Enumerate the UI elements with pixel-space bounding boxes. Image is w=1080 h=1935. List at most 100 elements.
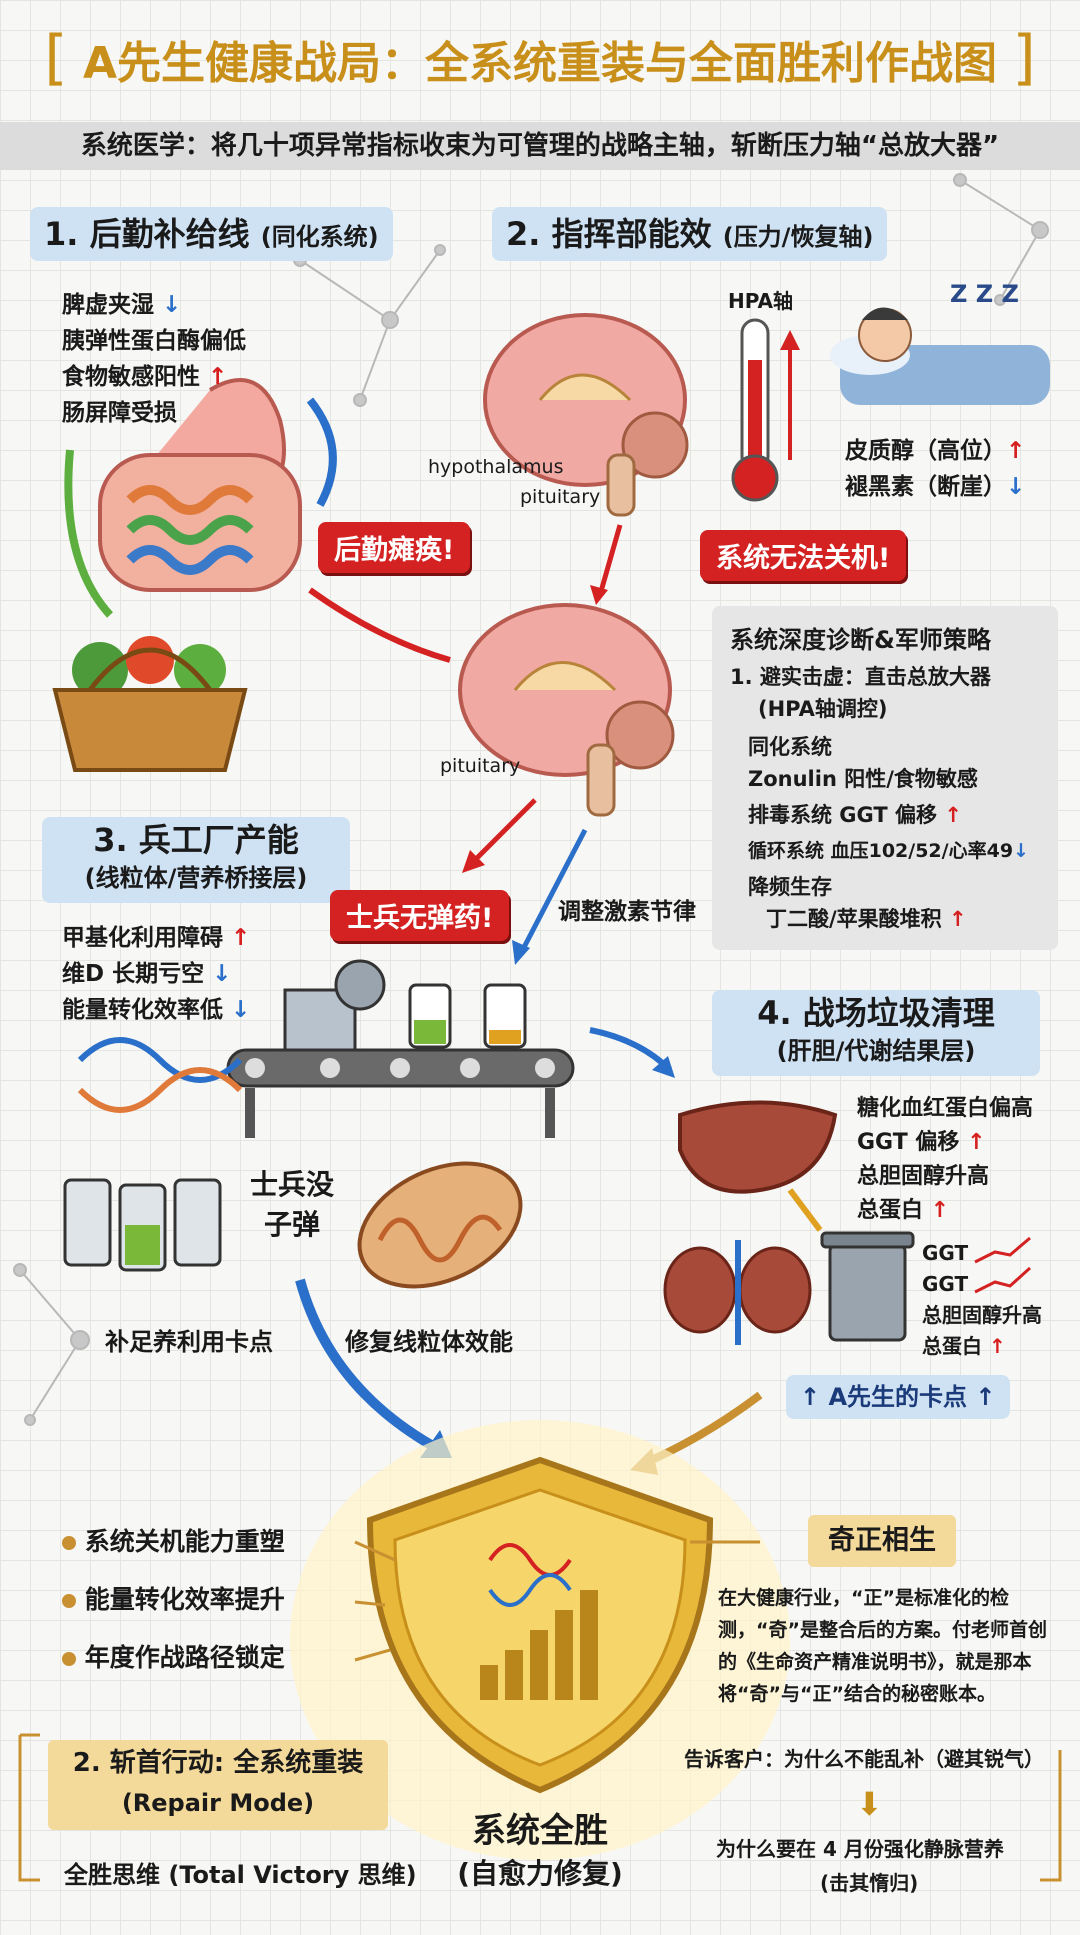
liver-icon bbox=[678, 1100, 838, 1194]
tell-line-1: 告诉客户：为什么不能乱补（避其锐气） bbox=[684, 1747, 1044, 1771]
bracket-right: ] bbox=[1012, 23, 1036, 93]
section3-sub: (线粒体/营养桥接层) bbox=[84, 864, 308, 892]
section2-title: 2. 指挥部能效 bbox=[506, 215, 712, 253]
green-arrow-icon bbox=[64, 449, 113, 618]
result-item: 系统关机能力重塑 bbox=[62, 1522, 285, 1580]
down-arrow-icon: ⬇ bbox=[856, 1785, 883, 1823]
section1-sub: (同化系统) bbox=[260, 223, 379, 251]
blue-arrow-icon bbox=[306, 397, 337, 507]
section4-list: 糖化血红蛋白偏高 GGT 偏移 ↑ 总胆固醇升高 总蛋白 ↑ bbox=[857, 1092, 1033, 1228]
result-item: 年度作战路径锁定 bbox=[62, 1638, 285, 1696]
arrow-icon bbox=[787, 1188, 823, 1232]
tell-line-2: 为什么要在 4 月份强化静脉营养 bbox=[716, 1837, 1004, 1861]
melatonin-item: 褪黑素（断崖）↓ bbox=[845, 474, 1026, 500]
result-label: 能量转化效率提升 bbox=[84, 1585, 285, 1614]
hpa-label: HPA轴 bbox=[728, 289, 794, 313]
red-arrow-icon bbox=[468, 798, 537, 867]
blue-arrow-icon bbox=[295, 1278, 443, 1455]
soldier-line: 士兵没 bbox=[250, 1168, 335, 1201]
factory-conveyor-icon bbox=[226, 959, 575, 1138]
section1-item: 胰弹性蛋白酶偏低 bbox=[62, 328, 246, 354]
diagnosis-box: 系统深度诊断&军师策略 1. 避实击虚：直击总放大器 (HPA轴调控) 同化系统… bbox=[712, 606, 1058, 950]
keypoint-badge: ↑ A先生的卡点 ↑ bbox=[786, 1375, 1010, 1419]
battery-group-icon bbox=[63, 1178, 222, 1272]
blue-arrow-icon bbox=[517, 828, 588, 957]
qizheng-text: 在大健康行业，“正”是标准化的检测，“奇”是整合后的方案。付老师首创的《生命资产… bbox=[718, 1587, 1047, 1705]
sleeping-person-icon bbox=[830, 307, 1050, 405]
section4-item: 总胆固醇升高 bbox=[857, 1164, 990, 1189]
section2-header: 2. 指挥部能效 (压力/恢复轴) bbox=[492, 207, 888, 261]
page-title-text: A先生健康战局：全系统重装与全面胜利作战图 bbox=[82, 38, 998, 89]
chart-up-icon bbox=[974, 1236, 1032, 1294]
adjust-hormone-label: 调整激素节律 bbox=[558, 899, 696, 925]
action-title: 2. 斩首行动: 全系统重装 bbox=[72, 1748, 364, 1778]
section3-item: 维D 长期亏空 ↓ bbox=[62, 961, 232, 987]
section3-callout: 士兵无弹药! bbox=[330, 890, 510, 941]
action-sub: (Repair Mode) bbox=[121, 1789, 315, 1817]
results-list: 系统关机能力重塑 能量转化效率提升 年度作战路径锁定 bbox=[62, 1522, 285, 1696]
diagnosis-line: 丁二酸/苹果酸堆积 ↑ bbox=[766, 907, 967, 931]
section2-list: 皮质醇（高位）↑ 褪黑素（断崖）↓ bbox=[845, 433, 1025, 505]
gear-icon bbox=[334, 959, 386, 1011]
mitochondria-icon bbox=[357, 1161, 523, 1289]
section3-item: 甲基化利用障碍 ↑ bbox=[62, 925, 251, 951]
section4-list-2: GGT GGT 总胆固醇升高 总蛋白 ↑ bbox=[922, 1238, 1042, 1362]
bullet-icon bbox=[62, 1652, 76, 1666]
shield-icon bbox=[290, 1420, 790, 1860]
section3-list: 甲基化利用障碍 ↑ 维D 长期亏空 ↓ 能量转化效率低 ↓ bbox=[62, 920, 250, 1028]
diagnosis-line: Zonulin 阳性/食物敏感 bbox=[748, 767, 978, 791]
cortisol-item: 皮质醇（高位）↑ bbox=[845, 438, 1026, 464]
diagnosis-line: 排毒系统 GGT 偏移 ↑ bbox=[748, 803, 962, 827]
victory-sub: (自愈力修复) bbox=[457, 1857, 623, 1890]
result-label: 年度作战路径锁定 bbox=[84, 1643, 285, 1672]
vegetable-basket-icon bbox=[52, 636, 248, 772]
soldier-line: 子弹 bbox=[264, 1208, 321, 1241]
brain-icon bbox=[458, 603, 675, 817]
trash-can-icon bbox=[820, 1231, 915, 1342]
total-victory-label: 全胜思维 (Total Victory 思维) bbox=[64, 1861, 417, 1889]
victory-title: 系统全胜 bbox=[472, 1811, 608, 1851]
victory-label: 系统全胜 (自愈力修复) bbox=[430, 1808, 650, 1894]
section1-callout: 后勤瘫痪! bbox=[318, 522, 471, 573]
section1-title: 1. 后勤补给线 bbox=[44, 215, 250, 253]
bullet-icon bbox=[62, 1594, 76, 1608]
section4-item: GGT 偏移 ↑ bbox=[857, 1130, 986, 1155]
soldier-label: 士兵没 子弹 bbox=[250, 1165, 334, 1245]
section3-title: 3. 兵工厂产能 bbox=[93, 821, 299, 859]
section4-item: GGT bbox=[922, 1241, 969, 1265]
section3-header: 3. 兵工厂产能 (线粒体/营养桥接层) bbox=[42, 817, 350, 903]
bullet-icon bbox=[62, 1536, 76, 1550]
section1-header: 1. 后勤补给线 (同化系统) bbox=[30, 207, 393, 261]
section4-item: 总胆固醇升高 bbox=[922, 1303, 1042, 1327]
red-arrow-icon bbox=[597, 524, 623, 596]
section1-item: 脾虚夹湿 ↓ bbox=[62, 292, 182, 318]
subtitle: 系统医学：将几十项异常指标收束为可管理的战略主轴，斩断压力轴“总放大器” bbox=[0, 122, 1080, 170]
fix-label-2: 修复线粒体效能 bbox=[345, 1328, 513, 1356]
dna-icon bbox=[77, 1037, 243, 1113]
section2-sub: (压力/恢复轴) bbox=[722, 223, 874, 251]
blue-arrow-icon bbox=[589, 1027, 673, 1073]
diagnosis-line: (HPA轴调控) bbox=[758, 697, 888, 721]
section4-sub: (肝胆/代谢结果层) bbox=[776, 1037, 976, 1065]
pituitary-label: pituitary bbox=[520, 486, 601, 508]
section4-header: 4. 战场垃圾清理 (肝胆/代谢结果层) bbox=[712, 990, 1040, 1076]
fix-label-1: 补足养利用卡点 bbox=[105, 1328, 273, 1356]
connector-lines bbox=[18, 1540, 1062, 1882]
section4-item: 总蛋白 ↑ bbox=[922, 1334, 1006, 1358]
result-item: 能量转化效率提升 bbox=[62, 1580, 285, 1638]
digestive-system-icon bbox=[98, 378, 302, 592]
diagnosis-title: 系统深度诊断&军师策略 bbox=[730, 626, 991, 654]
diagnosis-line: 循环系统 血压102/52/心率49↓ bbox=[748, 840, 1029, 862]
section1-item: 食物敏感阳性 ↑ bbox=[62, 364, 228, 390]
red-arrow-icon bbox=[308, 587, 451, 663]
section1-list: 脾虚夹湿 ↓ 胰弹性蛋白酶偏低 食物敏感阳性 ↑ 肠屏障受损 bbox=[62, 287, 246, 431]
tell-line-3: (击其惰归) bbox=[820, 1871, 919, 1895]
result-label: 系统关机能力重塑 bbox=[84, 1527, 285, 1556]
kidney-icon bbox=[663, 1240, 812, 1345]
brain-icon bbox=[483, 313, 689, 517]
section1-item: 肠屏障受损 bbox=[62, 400, 177, 426]
diagnosis-line: 1. 避实击虚：直击总放大器 bbox=[730, 665, 991, 689]
zzz-label: Z Z Z bbox=[950, 280, 1019, 308]
qizheng-title: 奇正相生 bbox=[808, 1515, 956, 1567]
